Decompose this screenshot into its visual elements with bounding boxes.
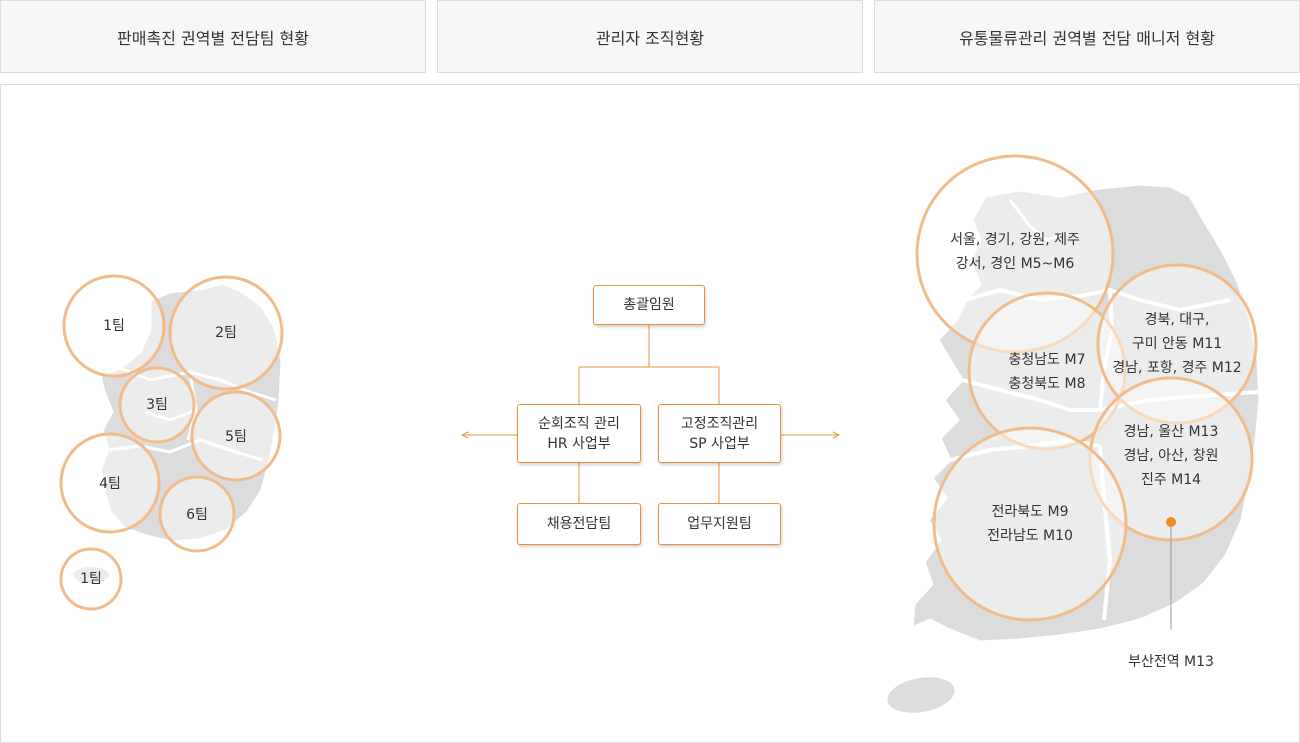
tab-sales-promotion[interactable]: 판매촉진 권역별 전담팀 현황 <box>0 0 426 73</box>
org-box-sp-division: 고정조직관리 SP 사업부 <box>658 404 781 463</box>
team-label-3: 3팀 <box>146 397 168 413</box>
team-label-5: 5팀 <box>225 429 247 445</box>
region-label-gyeongnam: 경남, 울산 M13 경남, 아산, 창원 진주 M14 <box>1123 424 1219 488</box>
team-label-4: 4팀 <box>99 476 121 492</box>
tab-manager-organization[interactable]: 관리자 조직현황 <box>437 0 863 73</box>
region-label-jeolla: 전라북도 M9 전라남도 M10 <box>987 504 1073 544</box>
region-label-seoul-gyeonggi: 서울, 경기, 강원, 제주 강서, 경인 M5~M6 <box>950 232 1080 272</box>
tab-manager-organization-label: 관리자 조직현황 <box>595 28 705 48</box>
region-circle-chungcheong <box>967 291 1127 451</box>
left-team-circles <box>59 274 284 611</box>
busan-marker <box>1166 517 1176 630</box>
org-recruitment-label: 채용전담팀 <box>546 516 612 532</box>
tab-distribution-managers-label: 유통물류관리 권역별 전담 매니저 현황 <box>959 28 1215 48</box>
tab-distribution-managers[interactable]: 유통물류관리 권역별 전담 매니저 현황 <box>874 0 1300 73</box>
region-circle-jeolla <box>932 426 1128 622</box>
org-box-recruitment-team: 채용전담팀 <box>517 503 641 545</box>
org-support-label: 업무지원팀 <box>687 516 752 532</box>
team-label-1: 1팀 <box>103 318 125 334</box>
right-region-circles <box>915 154 1258 622</box>
org-sp-line1: 고정조직관리 <box>680 415 759 432</box>
team-label-6: 6팀 <box>186 507 208 523</box>
org-hr-line1: 순회조직 관리 <box>538 415 620 432</box>
team-circle-6 <box>158 475 236 553</box>
org-box-hr-division: 순회조직 관리 HR 사업부 <box>517 404 641 463</box>
org-box-support-team: 업무지원팀 <box>658 503 781 545</box>
team-label-2: 2팀 <box>215 325 237 341</box>
team-circle-2 <box>168 275 284 391</box>
org-executive-label: 총괄임원 <box>623 297 675 313</box>
org-sp-line2: SP 사업부 <box>689 435 750 452</box>
region-label-gyeongbuk: 경북, 대구, 구미 안동 M11 경남, 포항, 경주 M12 <box>1112 312 1242 376</box>
org-box-executive: 총괄임원 <box>593 285 705 325</box>
region-label-chungcheong: 충청남도 M7 충청북도 M8 <box>1008 352 1086 392</box>
region-circle-gyeongbuk <box>1096 263 1258 425</box>
busan-label: 부산전역 M13 <box>1128 654 1214 670</box>
team-circle-3 <box>118 366 196 444</box>
org-connectors <box>462 325 839 503</box>
right-korea-map <box>887 182 1262 713</box>
region-circle-seoul-gyeonggi <box>915 154 1115 354</box>
team-circle-1 <box>62 274 166 378</box>
tab-sales-promotion-label: 판매촉진 권역별 전담팀 현황 <box>117 28 309 48</box>
team-circle-jeju <box>59 547 123 611</box>
team-circle-4 <box>59 432 161 534</box>
team-label-jeju: 1팀 <box>80 571 102 587</box>
left-korea-map <box>73 281 284 583</box>
team-circle-5 <box>190 390 282 482</box>
org-hr-line2: HR 사업부 <box>547 435 611 452</box>
